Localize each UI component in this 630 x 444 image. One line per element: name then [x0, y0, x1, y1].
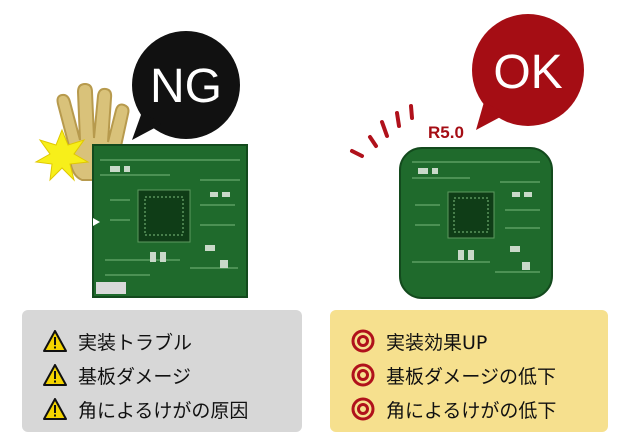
- benefit-text: 基板ダメージの低下: [386, 365, 557, 388]
- warning-triangle-icon: [42, 363, 68, 387]
- issue-text: 角によるけがの原因: [78, 399, 249, 422]
- issue-text: 実装トラブル: [78, 331, 193, 354]
- ng-pcb-board: [92, 144, 248, 298]
- benefit-item: 実装効果UP: [350, 324, 608, 358]
- issue-item: 角によるけがの原因: [42, 392, 302, 426]
- benefit-text: 角によるけがの低下: [386, 399, 557, 422]
- impact-burst-icon: [34, 128, 90, 182]
- ok-bubble-text: OK: [493, 46, 562, 99]
- issue-text: 基板ダメージ: [78, 365, 192, 388]
- benefit-item: 基板ダメージの低下: [350, 358, 608, 392]
- ok-pcb-board: [399, 147, 553, 299]
- emphasis-lines-icon: [350, 104, 414, 158]
- double-circle-icon: [350, 397, 376, 421]
- benefit-text: 実装効果UP: [386, 331, 488, 354]
- issue-item: 基板ダメージ: [42, 358, 302, 392]
- corner-radius-label: R5.0: [428, 123, 464, 142]
- issue-item: 実装トラブル: [42, 324, 302, 358]
- ng-speech-bubble: NG: [132, 31, 240, 140]
- double-circle-icon: [350, 363, 376, 387]
- benefit-item: 角によるけがの低下: [350, 392, 608, 426]
- ok-speech-bubble: OK: [472, 14, 584, 130]
- warning-triangle-icon: [42, 329, 68, 353]
- double-circle-icon: [350, 329, 376, 353]
- ng-issues-panel: 実装トラブル 基板ダメージ 角によるけがの原因: [22, 310, 302, 432]
- warning-triangle-icon: [42, 397, 68, 421]
- ng-bubble-text: NG: [150, 60, 222, 113]
- ok-benefits-panel: 実装効果UP 基板ダメージの低下 角によるけがの低下: [330, 310, 608, 432]
